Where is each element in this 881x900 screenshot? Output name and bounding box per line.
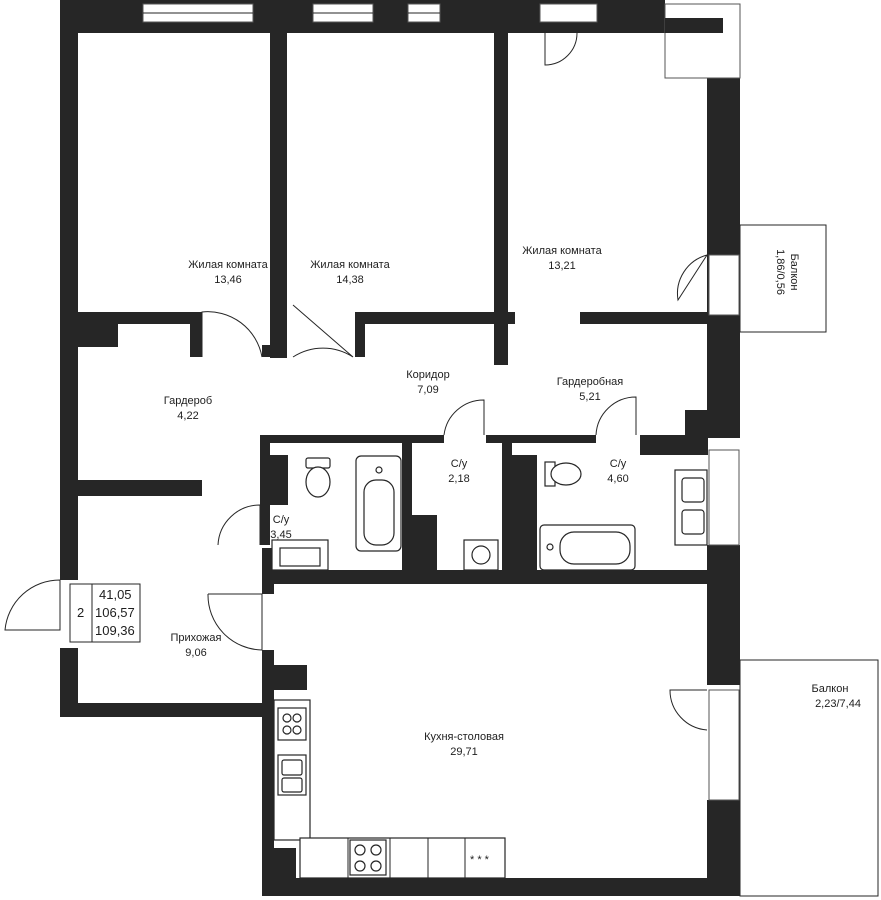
room-name-corridor: Коридор	[406, 369, 449, 381]
door-bedroom1	[201, 311, 263, 358]
door-balcony-large	[669, 689, 708, 731]
room-name-hall: Прихожая	[171, 632, 222, 644]
room-area-wardrobe: 4,22	[177, 410, 198, 422]
room-area-dressing: 5,21	[579, 391, 600, 403]
door-balcony-top	[544, 32, 578, 66]
room-area-bedroom1: 13,46	[214, 274, 242, 286]
door-bath3	[217, 504, 261, 546]
room-name-bedroom1: Жилая комната	[188, 259, 268, 271]
kitchen-counter-bottom	[299, 837, 506, 879]
room-area-kitchen: 29,71	[450, 746, 478, 758]
room-labels: Жилая комната 13,46 Жилая комната 14,38 …	[164, 245, 861, 758]
room-name-bath3: С/у	[273, 514, 290, 526]
exterior-walls	[60, 0, 740, 896]
interior-walls	[78, 33, 708, 878]
door-balcony-small	[677, 254, 708, 302]
total-with-balcony: 109,36	[95, 623, 135, 638]
bathtub-icon	[539, 524, 636, 571]
sink-icon	[277, 754, 307, 796]
room-area-bedroom2: 14,38	[336, 274, 364, 286]
balcony-small-outline	[739, 224, 827, 333]
svg-text:* * *: * * *	[470, 854, 490, 866]
room-area-hall: 9,06	[185, 647, 206, 659]
room-name-bedroom3: Жилая комната	[522, 245, 602, 257]
room-name-wardrobe: Гардероб	[164, 395, 212, 407]
door-bath1	[443, 399, 485, 436]
door-bath2	[595, 396, 637, 436]
room-name-kitchen: Кухня-столовая	[424, 731, 504, 743]
total-area: 106,57	[95, 605, 135, 620]
room-name-balcony-small: Балкон	[788, 254, 800, 291]
windows	[142, 3, 741, 801]
room-area-bath1: 2,18	[448, 473, 469, 485]
room-name-balcony-large: Балкон	[812, 683, 849, 695]
room-name-bedroom2: Жилая комната	[310, 259, 390, 271]
room-area-balcony-small: 1,86/0,56	[774, 249, 786, 295]
living-area: 41,05	[99, 587, 132, 602]
washer-icon	[463, 539, 499, 571]
room-area-bath3: 3,45	[270, 529, 291, 541]
toilet-icon	[544, 461, 582, 487]
summary-box	[69, 583, 141, 643]
area-summary: 2 41,05 106,57 109,36	[69, 583, 141, 643]
stove-icon	[349, 839, 387, 876]
room-area-corridor: 7,09	[417, 384, 438, 396]
room-area-bath2: 4,60	[607, 473, 628, 485]
room-name-bath2: С/у	[610, 458, 627, 470]
room-name-dressing: Гардеробная	[557, 376, 624, 388]
doors	[4, 32, 708, 731]
room-area-balcony-large: 2,23/7,44	[815, 698, 861, 710]
balcony-small-label: Балкон 1,86/0,56	[774, 249, 800, 295]
toilet-icon	[305, 457, 331, 498]
door-bedroom2	[292, 304, 354, 358]
door-entrance	[4, 579, 61, 631]
oven-icon: * * *	[470, 854, 490, 866]
balcony-large-outline	[739, 659, 879, 897]
sink-icon	[674, 469, 708, 546]
room-count: 2	[77, 605, 84, 620]
room-name-bath1: С/у	[451, 458, 468, 470]
stove-icon	[277, 707, 307, 741]
room-area-bedroom3: 13,21	[548, 260, 576, 272]
sink-icon	[271, 539, 329, 571]
fixtures: * * *	[271, 455, 708, 879]
door-hall	[207, 593, 263, 651]
bathtub-icon	[355, 455, 402, 552]
